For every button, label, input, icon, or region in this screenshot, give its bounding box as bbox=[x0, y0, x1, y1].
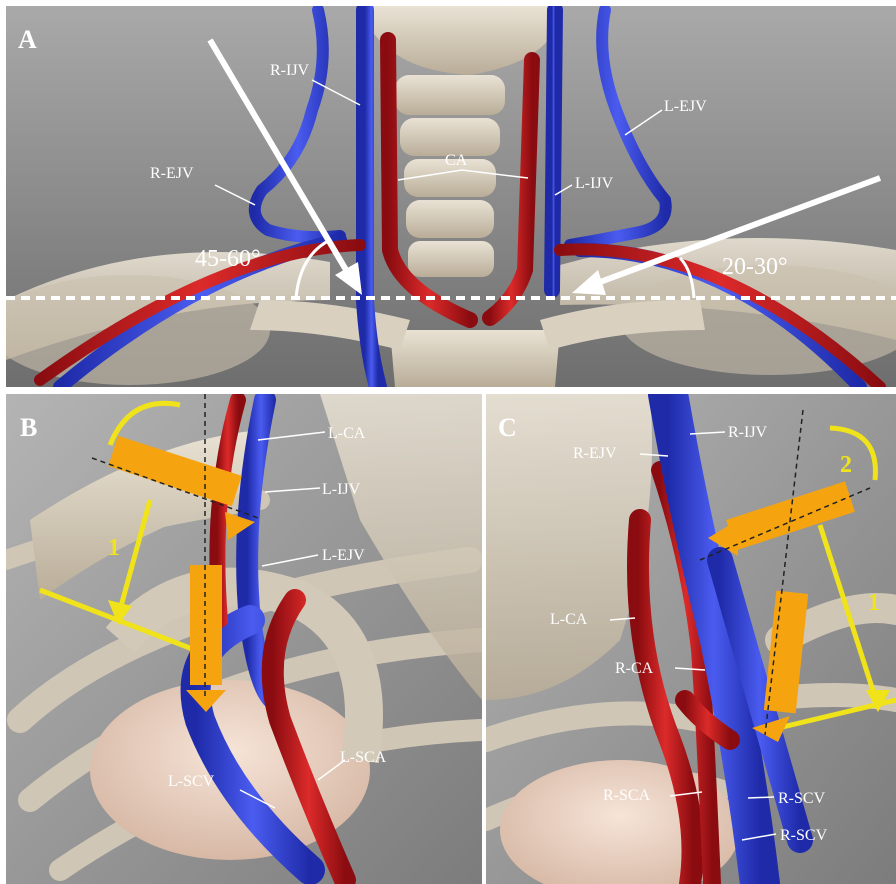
separator-vertical bbox=[482, 394, 486, 884]
label-b-l-ca: L-CA bbox=[328, 425, 366, 442]
sternum-bone bbox=[390, 330, 560, 387]
label-a-ca: CA bbox=[445, 152, 468, 169]
step-1-label-c: 1 bbox=[868, 590, 880, 616]
label-c-r-ca: R-CA bbox=[615, 660, 654, 677]
label-c-r-ijv: R-IJV bbox=[728, 424, 768, 441]
separator-horizontal bbox=[0, 387, 896, 394]
label-c-r-scv-1: R-SCV bbox=[778, 790, 826, 807]
angle-right-label: 20-30° bbox=[722, 254, 788, 280]
angle-left-label: 45-60° bbox=[195, 246, 261, 272]
panel-b: 2 1 L-CA L-IJV L-EJV L-SCV L-SCA B bbox=[6, 394, 482, 884]
panel-c: 2 1 R-IJV R-EJV L-CA R-CA R-SCA R-SCV R-… bbox=[486, 394, 896, 884]
label-c-r-ejv: R-EJV bbox=[573, 445, 617, 462]
panel-a: 45-60° 20-30° R-IJV L-EJV R-EJV CA L-IJV… bbox=[0, 6, 896, 387]
probe-longitudinal-b bbox=[190, 565, 222, 685]
label-c-l-ca: L-CA bbox=[550, 611, 588, 628]
label-a-r-ejv: R-EJV bbox=[150, 165, 194, 182]
panel-a-label: A bbox=[18, 25, 37, 54]
label-b-l-scv: L-SCV bbox=[168, 773, 215, 790]
label-c-r-sca: R-SCA bbox=[603, 787, 651, 804]
label-b-l-ejv: L-EJV bbox=[322, 547, 365, 564]
step-1-label-b: 1 bbox=[108, 535, 120, 561]
label-a-r-ijv: R-IJV bbox=[270, 62, 310, 79]
label-c-r-scv-2: R-SCV bbox=[780, 827, 828, 844]
panel-b-label: B bbox=[20, 413, 37, 442]
label-b-l-sca: L-SCA bbox=[340, 749, 387, 766]
label-a-l-ijv: L-IJV bbox=[575, 175, 614, 192]
label-b-l-ijv: L-IJV bbox=[322, 481, 361, 498]
cervical-spine bbox=[395, 75, 505, 277]
label-a-l-ejv: L-EJV bbox=[664, 98, 707, 115]
panel-c-label: C bbox=[498, 413, 517, 442]
step-2-label-c: 2 bbox=[840, 452, 852, 478]
